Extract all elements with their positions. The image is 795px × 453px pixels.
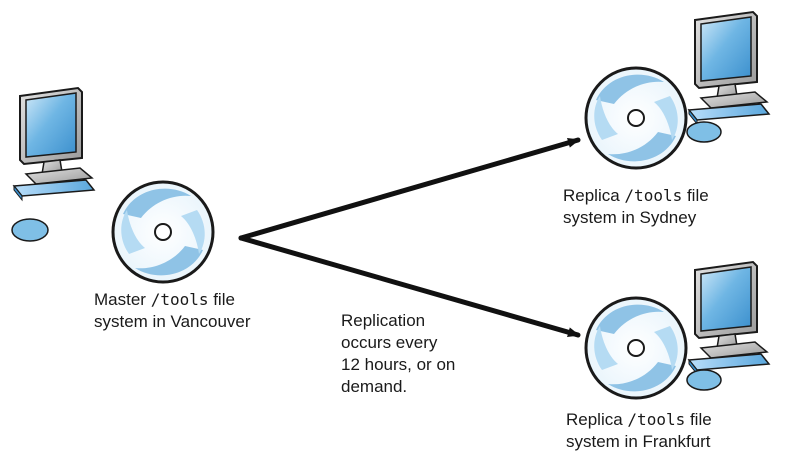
sydney-label-location: system in Sydney — [563, 208, 697, 227]
master-disc-icon — [111, 180, 215, 284]
frankfurt-label-prefix: Replica — [566, 410, 628, 429]
sydney-label-path: /tools — [624, 186, 683, 205]
replication-note-line: Replication — [341, 311, 426, 330]
sydney-mouse-icon — [686, 121, 722, 143]
frankfurt-mouse-icon — [686, 369, 722, 391]
master-label: Master /tools file system in Vancouver — [94, 289, 251, 333]
frankfurt-label-suffix: file — [685, 410, 712, 429]
sydney-label-suffix: file — [682, 186, 709, 205]
frankfurt-label: Replica /tools file system in Frankfurt — [566, 409, 712, 453]
replication-note-line: 12 hours, or on — [341, 355, 456, 374]
replication-note-line: demand. — [341, 377, 408, 396]
sydney-label: Replica /tools file system in Sydney — [563, 185, 709, 229]
replication-note: Replication occurs every 12 hours, or on… — [341, 310, 455, 398]
frankfurt-label-path: /tools — [627, 410, 686, 429]
sydney-disc-icon — [584, 66, 688, 170]
master-label-suffix: file — [208, 290, 235, 309]
master-label-prefix: Master — [94, 290, 151, 309]
replication-note-line: occurs every — [341, 333, 438, 352]
sydney-label-prefix: Replica — [563, 186, 625, 205]
arrow-to-frankfurt — [238, 235, 581, 338]
arrow-to-sydney — [238, 137, 581, 241]
master-label-path: /tools — [150, 290, 209, 309]
master-label-location: system in Vancouver — [94, 312, 251, 331]
frankfurt-label-location: system in Frankfurt — [566, 432, 711, 451]
frankfurt-computer-icon — [688, 261, 770, 375]
frankfurt-disc-icon — [584, 296, 688, 400]
master-computer-icon — [13, 87, 95, 201]
sydney-computer-icon — [688, 11, 770, 125]
master-mouse-icon — [11, 218, 49, 242]
